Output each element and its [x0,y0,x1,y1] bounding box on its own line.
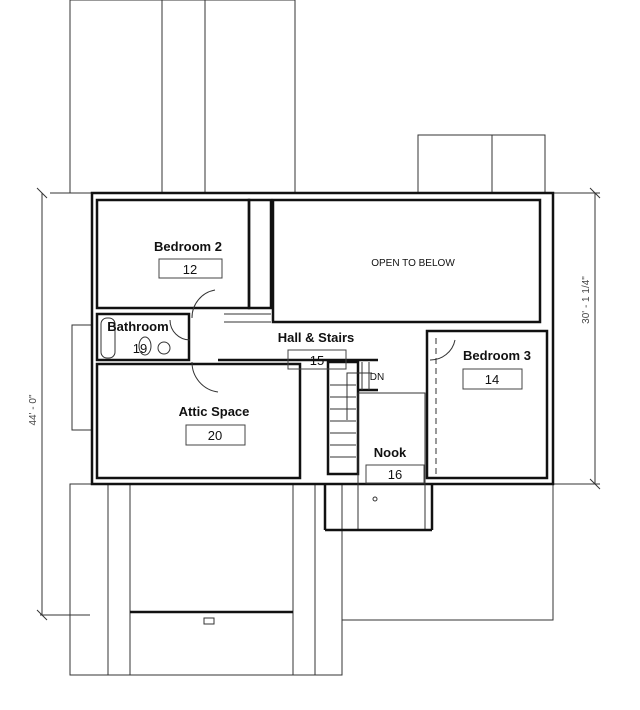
room-hall-stairs: Hall & Stairs 15 [278,330,355,370]
stair-down-label: DN [370,372,384,383]
room-number: 14 [485,372,499,387]
dimension-right: 30' - 1 1/4" [581,187,601,490]
stairs [330,362,372,458]
room-name: Bathroom [107,319,168,334]
dimension-text: 30' - 1 1/4" [581,276,592,324]
room-name: Attic Space [179,404,250,419]
room-name: Bedroom 3 [463,348,531,363]
room-number: 15 [310,353,324,368]
room-bathroom: Bathroom 19 [107,319,168,356]
doors [169,289,456,393]
room-bedroom-2: Bedroom 2 12 [154,239,223,279]
room-number: 20 [208,428,222,443]
room-nook: Nook 16 [365,445,425,484]
room-number: 12 [183,262,197,277]
room-open-to-below: OPEN TO BELOW [371,258,455,269]
dimension-text: 44' - 0" [28,394,39,425]
room-name: Hall & Stairs [278,330,355,345]
dimension-left: 44' - 0" [28,187,48,621]
room-attic-space: Attic Space 20 [179,404,250,446]
room-name: OPEN TO BELOW [371,258,455,269]
walls [90,191,555,532]
room-bedroom-3: Bedroom 3 14 [462,348,531,390]
room-number: 19 [133,341,147,356]
room-name: Bedroom 2 [154,239,222,254]
room-name: Nook [374,445,407,460]
bathroom-fixtures [100,317,378,502]
room-number: 16 [388,467,402,482]
